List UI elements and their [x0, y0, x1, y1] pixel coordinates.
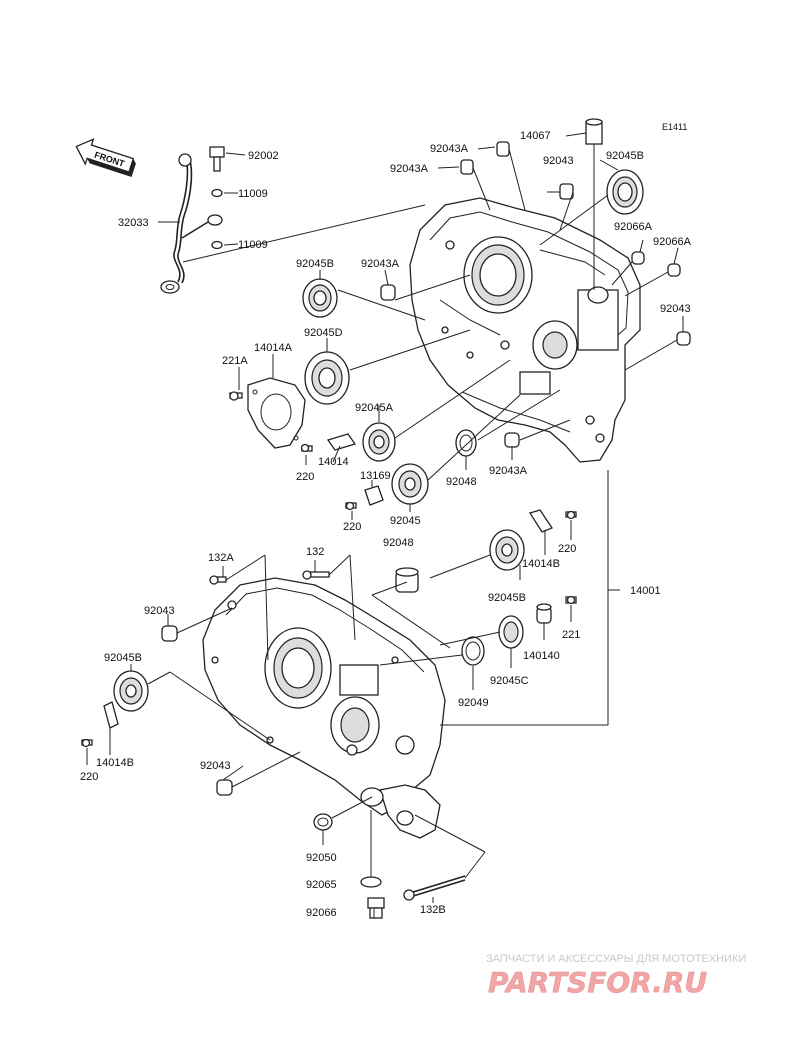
label-92002: 92002	[248, 150, 279, 162]
bearing-92045d	[304, 351, 350, 405]
label-14014b-right: 14014B	[522, 558, 560, 570]
bearing-92045c	[498, 615, 524, 649]
bolt-220-d	[81, 738, 93, 748]
label-92066a-1: 92066A	[614, 221, 653, 233]
dowel-92043-bottom	[216, 779, 233, 796]
bearing-92045b-top	[606, 169, 644, 215]
label-14014a: 14014A	[254, 342, 293, 354]
front-arrow-icon: FRONT	[75, 138, 136, 177]
bolt-132a	[209, 575, 227, 585]
bearing-92045a	[362, 422, 396, 462]
plug-92066	[367, 897, 385, 919]
leader-lines-lower	[86, 470, 620, 918]
seal-92048-a	[455, 429, 477, 457]
bolt-221a	[229, 391, 243, 401]
label-220-b: 220	[343, 521, 361, 533]
label-92043a-2: 92043A	[390, 163, 429, 175]
watermark-tagline: ЗАПЧАСТИ И АКСЕССУАРЫ ДЛЯ МОТОТЕХНИКИ	[486, 953, 746, 965]
label-92043a-3: 92043A	[361, 258, 400, 270]
label-14067: 14067	[520, 130, 551, 142]
label-92045: 92045	[390, 515, 421, 527]
label-132b: 132B	[420, 904, 446, 916]
label-92050: 92050	[306, 852, 337, 864]
crankcase-left-half	[202, 577, 446, 839]
bearing-92045b-left	[302, 278, 338, 318]
bolt-220-b	[345, 501, 357, 511]
dowel-92043-left	[161, 625, 178, 642]
label-92043-right: 92043	[660, 303, 691, 315]
plate-14014a	[247, 377, 306, 449]
label-92066a-2: 92066A	[653, 236, 692, 248]
seal-92050	[313, 813, 333, 831]
leader-lines-upper	[182, 132, 684, 520]
dowel-92043a-2	[460, 159, 474, 175]
bearing-92045b-mid	[489, 529, 525, 571]
label-14014b-left: 14014B	[96, 757, 134, 769]
label-11009-b: 11009	[238, 239, 268, 251]
bolt-221	[565, 595, 577, 605]
plate-13169	[364, 485, 384, 506]
label-92045b-top: 92045B	[606, 150, 644, 162]
seal-92049	[461, 636, 485, 666]
label-11009-a: 11009	[238, 188, 268, 200]
label-13169: 13169	[360, 470, 391, 482]
label-92049: 92049	[458, 697, 489, 709]
label-14014: 14014	[318, 456, 349, 468]
label-92045c: 92045C	[490, 675, 529, 687]
oil-pipe-assembly	[158, 146, 246, 294]
label-92045d: 92045D	[304, 327, 343, 339]
plate-14014b-right	[528, 509, 553, 533]
label-92043-left: 92043	[144, 605, 175, 617]
washer-92065	[360, 876, 382, 888]
seal-92048-b	[395, 567, 419, 593]
label-92043a-4: 92043A	[489, 465, 528, 477]
bearing-92045b-lowleft	[113, 670, 149, 712]
washer-92066a-2	[667, 263, 681, 277]
label-92065: 92065	[306, 879, 337, 891]
label-14001: 14001	[630, 585, 661, 597]
label-92045b-mid: 92045B	[488, 592, 526, 604]
label-92045b-left: 92045B	[296, 258, 334, 270]
label-220-a: 220	[296, 471, 314, 483]
label-92045b-lowleft: 92045B	[104, 652, 142, 664]
diagram-code: E1411	[662, 122, 687, 132]
label-132a: 132A	[208, 552, 234, 564]
watermark-logo: PARTSFOR.RU	[488, 966, 707, 999]
collar-140140	[536, 603, 552, 624]
bolt-132	[302, 570, 330, 580]
label-92048-a: 92048	[446, 476, 477, 488]
label-220-c: 220	[558, 543, 576, 555]
dowel-92043a-4	[504, 432, 520, 448]
plate-14014b-left	[103, 701, 119, 729]
label-132: 132	[306, 546, 324, 558]
bolt-220-c	[565, 510, 577, 520]
label-140140: 140140	[523, 650, 560, 662]
label-92045a: 92045A	[355, 402, 394, 414]
bolt-132b	[403, 875, 466, 901]
label-220-d: 220	[80, 771, 98, 783]
dowel-92043a-3	[380, 284, 396, 301]
label-32033: 32033	[118, 217, 149, 229]
dowel-92043a-1	[496, 141, 510, 157]
label-92043-bottom: 92043	[200, 760, 231, 772]
crankcase-right-half	[409, 197, 641, 463]
bearing-92045	[391, 463, 429, 505]
dowel-92043-right	[676, 331, 691, 346]
label-92043-top: 92043	[543, 155, 574, 167]
label-92048-b: 92048	[383, 537, 414, 549]
label-221: 221	[562, 629, 580, 641]
label-92066: 92066	[306, 907, 337, 919]
plate-14014	[326, 433, 357, 451]
washer-92066a-1	[631, 251, 645, 265]
label-221a: 221A	[222, 355, 248, 367]
label-92043a-1: 92043A	[430, 143, 469, 155]
bolt-220-a	[300, 443, 313, 453]
